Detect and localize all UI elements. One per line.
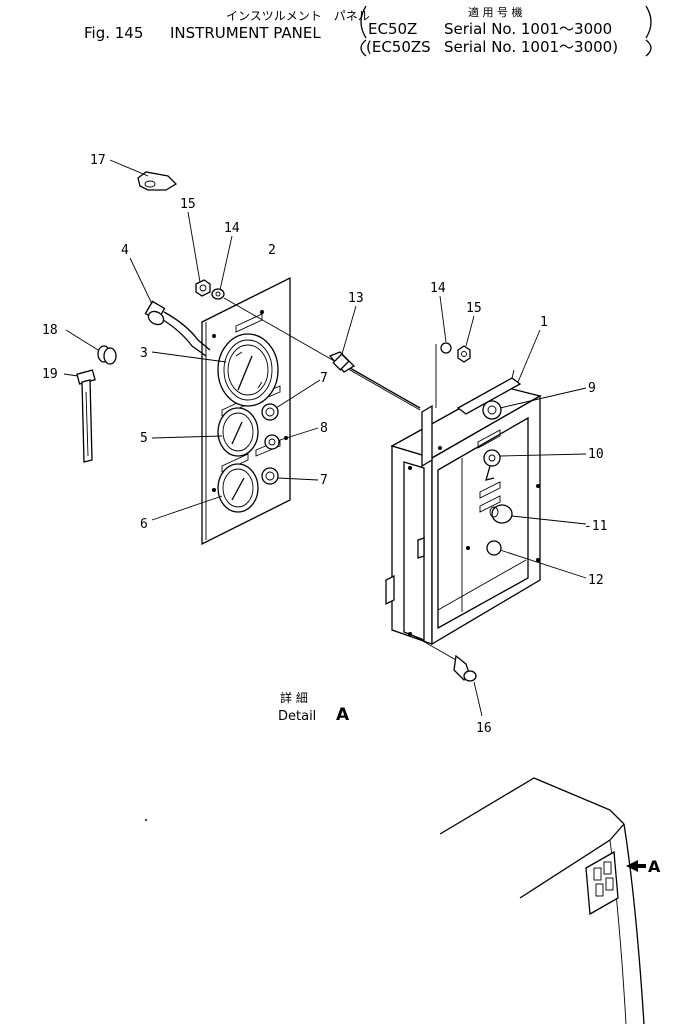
right-bracket	[645, 5, 652, 57]
detail-a-arrow-icon	[626, 860, 646, 872]
machine-body-location-view: A	[145, 777, 661, 1024]
callout-9: 9	[588, 381, 596, 396]
callout-labels: 1 2 3 4 5 6 7 7 8 9 10 -11 12 13 14 14 1…	[42, 153, 607, 736]
callout-8: 8	[320, 421, 328, 436]
callout-3: 3	[140, 346, 148, 361]
part-17-clip	[109, 159, 178, 191]
parts-14-15-fasteners-right	[435, 295, 475, 408]
model-2-serial: Serial No. 1001～3000)	[444, 38, 618, 56]
part-8-lamp	[264, 434, 280, 450]
callout-5: 5	[140, 431, 148, 446]
callout-11: -11	[584, 519, 607, 534]
part-7-lamp-upper	[261, 403, 279, 421]
part-11-knob	[491, 504, 513, 524]
panel-location-a	[585, 850, 619, 916]
parts-15-14-fasteners-left	[187, 211, 421, 411]
applicable-models-japanese: 適 用 号 機	[468, 5, 523, 19]
part-3-gauge	[217, 333, 279, 407]
title-japanese: インスツルメント パネル	[226, 9, 370, 23]
callout-12: 12	[588, 573, 604, 588]
callout-14-right: 14	[430, 281, 446, 296]
callout-15-left: 15	[180, 197, 196, 212]
left-bracket	[360, 5, 367, 57]
callout-15-right: 15	[466, 301, 482, 316]
callout-1: 1	[540, 315, 548, 330]
callout-17: 17	[90, 153, 106, 168]
header: Fig. 145 インスツルメント パネル INSTRUMENT PANEL 適…	[84, 5, 652, 57]
callout-6: 6	[140, 517, 148, 532]
part-7-lamp-lower	[261, 467, 279, 485]
detail-letter: A	[336, 705, 350, 725]
callout-14-left: 14	[224, 221, 240, 236]
callout-2: 2	[268, 243, 276, 258]
part-16-screw	[413, 635, 483, 717]
model-1-serial: Serial No. 1001～3000	[444, 20, 612, 38]
part-10-key-switch	[483, 449, 501, 467]
callout-19: 19	[42, 367, 58, 382]
callout-7-lower: 7	[320, 473, 328, 488]
part-12-button	[486, 540, 502, 556]
title-english: INSTRUMENT PANEL	[170, 24, 321, 42]
part-2-gauge-panel	[201, 276, 291, 546]
callout-4: 4	[121, 243, 129, 258]
part-13-fitting	[328, 305, 421, 409]
part-4-cable	[129, 257, 211, 357]
callout-18: 18	[42, 323, 58, 338]
detail-label-japanese: 詳 細	[280, 690, 308, 705]
fig-label: Fig. 145	[84, 24, 143, 42]
detail-label: 詳 細 Detail A	[278, 690, 350, 725]
detail-label-english: Detail	[278, 709, 316, 724]
part-18-grommet	[65, 329, 117, 365]
callout-16: 16	[476, 721, 492, 736]
model-1-name: EC50Z	[368, 20, 417, 38]
callout-10: 10	[588, 447, 604, 462]
callout-13: 13	[348, 291, 364, 306]
detail-arrow-letter: A	[648, 857, 661, 876]
part-9-lamp	[482, 400, 502, 420]
model-2-name: (EC50ZS	[366, 38, 431, 56]
part-1-panel-box	[385, 329, 587, 646]
callout-7-upper: 7	[320, 371, 328, 386]
part-19-cable-tie	[63, 369, 96, 463]
